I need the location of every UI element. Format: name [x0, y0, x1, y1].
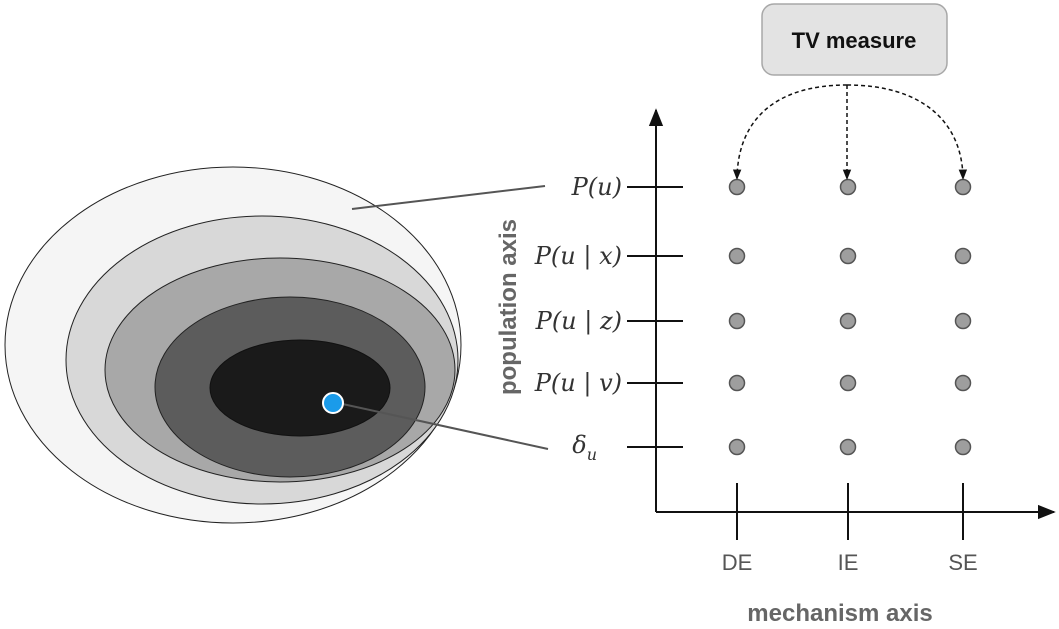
mechanism-axis-ticks: DE IE SE [722, 483, 978, 575]
point-puv-de [728, 374, 746, 392]
point-delta-se [954, 438, 972, 456]
point-puv-ie [839, 374, 857, 392]
population-axis-ticks: P(u) P(u | x) P(u | z) P(u | v) δu [534, 173, 683, 464]
leader-line-pu [351, 185, 546, 210]
point-pux-ie [839, 247, 857, 265]
point-pu-ie [839, 178, 857, 196]
mechanism-label-se: SE [948, 550, 977, 575]
tv-measure-box: TV measure [761, 3, 948, 76]
point-delta-ie [839, 438, 857, 456]
mechanism-label-ie: IE [838, 550, 859, 575]
point-pu-de [728, 178, 746, 196]
mechanism-axis-title: mechanism axis [747, 600, 932, 627]
point-delta-de [728, 438, 746, 456]
point-puz-de [728, 312, 746, 330]
arrow-to-se [846, 84, 968, 181]
leader-line-delta [337, 402, 549, 450]
nested-population-ellipses [4, 166, 462, 524]
point-pu-se [954, 178, 972, 196]
tv-measure-arrows [732, 84, 968, 181]
delta-point [322, 392, 344, 414]
population-label-puv: P(u | v) [534, 369, 622, 398]
point-puz-se [954, 312, 972, 330]
ellipse-level-5 [209, 339, 391, 437]
arrow-to-de [732, 84, 848, 181]
tv-measure-label: TV measure [792, 28, 917, 53]
population-label-pux: P(u | x) [534, 242, 622, 271]
point-pux-de [728, 247, 746, 265]
mechanism-label-de: DE [722, 550, 753, 575]
grid-points [728, 178, 972, 456]
population-axis-title: population axis [495, 219, 522, 395]
population-label-delta: δu [572, 431, 597, 464]
point-pux-se [954, 247, 972, 265]
point-puv-se [954, 374, 972, 392]
point-puz-ie [839, 312, 857, 330]
population-label-puz: P(u | z) [535, 307, 622, 336]
population-label-pu: P(u) [571, 173, 622, 201]
